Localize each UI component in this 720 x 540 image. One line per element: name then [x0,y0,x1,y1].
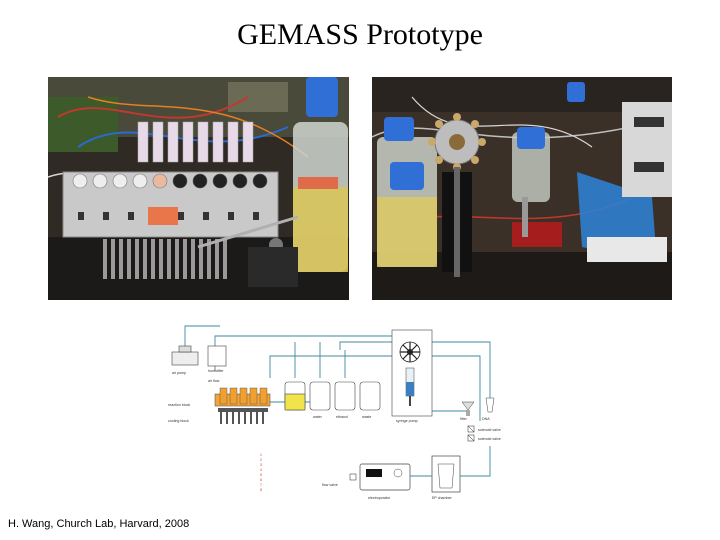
solenoid-valve-icon-2 [467,434,475,442]
label-air-flow: air flow [208,379,220,383]
label-humidifier: humidifier [208,369,224,373]
label-syringe-pump: syringe pump [396,419,418,423]
label-air-pump: air pump [172,371,186,375]
credit-text: H. Wang, Church Lab, Harvard, 2008 [8,518,190,530]
label-reagent-3: ethanol [336,415,348,419]
cooling-block-icon [218,408,268,424]
slide-title: GEMASS Prototype [237,18,483,51]
svg-text:6: 6 [260,478,262,482]
label-electroporator: electroporator [368,496,391,500]
air-pump-icon [171,345,199,366]
ep-chamber-icon [431,455,461,493]
svg-text:2: 2 [260,458,262,462]
label-ep-chamber: EP chamber [432,496,453,500]
label-dna: DNA [482,417,490,421]
label-reaction-block: reaction block [168,403,190,407]
svg-text:4: 4 [260,468,262,472]
prototype-photo-left [48,77,349,300]
solenoid-valve-icon-1 [467,425,475,433]
label-flow-valve: flow valve [322,483,338,487]
label-valve-2: solenoid valve [478,437,501,441]
rotary-valve-icon [399,341,421,363]
label-reagent-4: waste [362,415,371,419]
svg-text:7: 7 [260,483,262,487]
flow-valve-icon [349,473,357,481]
svg-text:1: 1 [260,453,262,457]
label-reagent-2: water [313,415,323,419]
svg-text:5: 5 [260,473,262,477]
humidifier-icon [207,345,227,367]
label-cooling-block: cooling block [168,419,189,423]
label-filter: filter [460,417,468,421]
dna-tube-icon [485,397,495,413]
electroporator-icon [359,463,411,491]
svg-text:3: 3 [260,463,262,467]
reaction-block-icon [214,387,271,407]
label-valve-1: solenoid valve [478,428,501,432]
svg-text:8: 8 [260,488,262,492]
prototype-photo-right [372,77,672,300]
syringe-icon [405,367,415,406]
step-legend: 1 2 3 4 5 6 7 8 [260,453,262,492]
filter-icon [461,401,475,416]
system-schematic: air pump humidifier air flow reaction bl… [160,316,510,510]
